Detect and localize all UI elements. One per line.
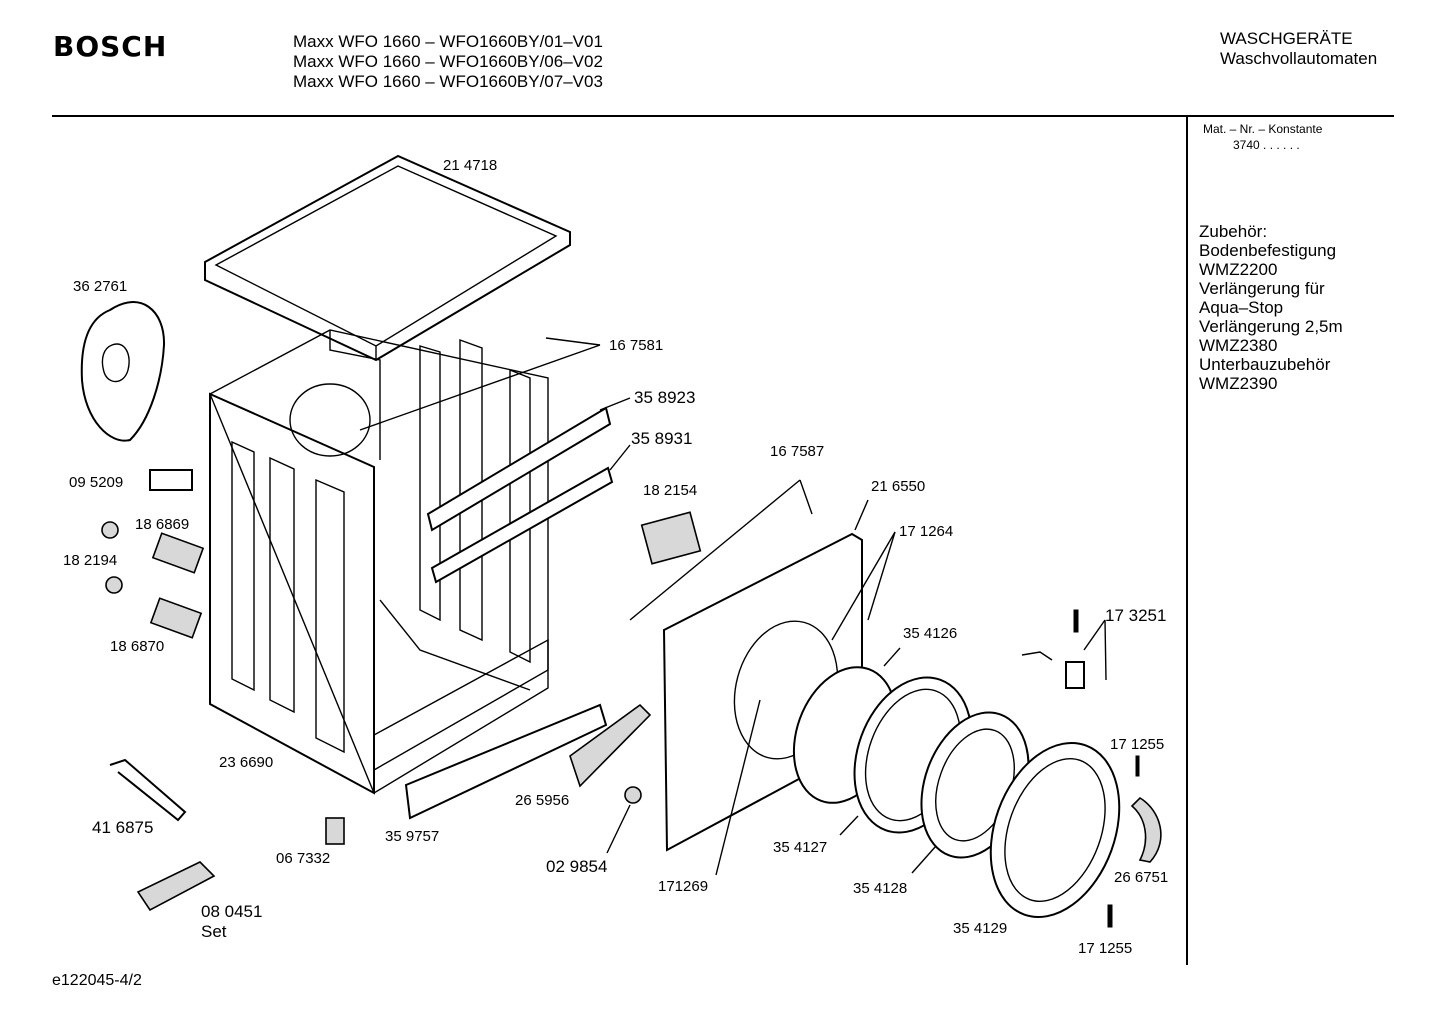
- part-label: 09 5209: [69, 474, 124, 491]
- part-label: 26 5956: [515, 792, 570, 809]
- part-label: 18 2194: [63, 552, 118, 569]
- category-title: WASCHGERÄTE: [1220, 29, 1353, 48]
- door-parts: [792, 666, 1162, 919]
- part-label: 35 4129: [953, 920, 1008, 937]
- part-label: 21 6550: [871, 478, 926, 495]
- part-label: 23 6690: [219, 754, 274, 771]
- cabinet-frame-part: [209, 329, 549, 795]
- part-label-set: Set: [201, 922, 227, 941]
- part-label: 16 7587: [770, 443, 825, 460]
- model-list: Maxx WFO 1660 – WFO1660BY/01–V01 Maxx WF…: [293, 32, 603, 92]
- document-id: e122045-4/2: [52, 972, 142, 989]
- accessory-line: Verlängerung für: [1199, 279, 1325, 298]
- small-parts-left: [101, 469, 205, 639]
- part-label: 21 4718: [443, 157, 498, 174]
- part-label: 35 8923: [634, 388, 696, 407]
- rail-parts: [426, 406, 614, 584]
- part-label: 08 0451: [201, 902, 263, 921]
- top-lid-part: [204, 154, 571, 362]
- category-subtitle: Waschvollautomaten: [1220, 49, 1378, 68]
- tools-parts: [109, 758, 345, 912]
- accessory-line: WMZ2200: [1199, 260, 1278, 279]
- part-label: 35 4127: [773, 839, 828, 856]
- model-line: Maxx WFO 1660 – WFO1660BY/06–V02: [293, 52, 603, 71]
- accessory-line: WMZ2380: [1199, 336, 1278, 355]
- accessory-line: Bodenbefestigung: [1199, 241, 1337, 260]
- accessory-line: Unterbauzubehör: [1199, 355, 1331, 374]
- part-label: 26 6751: [1114, 869, 1169, 886]
- material-info: Mat. – Nr. – Konstante 3740 . . . . . .: [1203, 121, 1322, 153]
- part-label: 35 4126: [903, 625, 958, 642]
- part-label: 02 9854: [546, 857, 608, 876]
- accessory-line: Aqua–Stop: [1199, 298, 1284, 317]
- material-heading: Mat. – Nr. – Konstante: [1203, 122, 1323, 136]
- model-line: Maxx WFO 1660 – WFO1660BY/01–V01: [293, 32, 603, 51]
- leader-lines: [359, 337, 1107, 876]
- part-label: 35 8931: [631, 429, 693, 448]
- sidebar-divider: [1186, 115, 1188, 965]
- part-label: 18 6870: [110, 638, 165, 655]
- accessory-line: WMZ2390: [1199, 374, 1278, 393]
- plinth-parts: [404, 703, 652, 820]
- part-label: 18 2154: [643, 482, 698, 499]
- part-label: 17 1264: [899, 523, 954, 540]
- part-label: 35 9757: [385, 828, 440, 845]
- accessory-line: Verlängerung 2,5m: [1199, 317, 1343, 336]
- part-label: 17 3251: [1105, 606, 1167, 625]
- part-label: 18 6869: [135, 516, 190, 533]
- part-label: 16 7581: [609, 337, 664, 354]
- part-label: 06 7332: [276, 850, 331, 867]
- material-value: 3740 . . . . . .: [1233, 138, 1300, 152]
- accessories-list: Zubehör: Bodenbefestigung WMZ2200 Verlän…: [1199, 222, 1343, 393]
- small-parts-right: [1021, 609, 1140, 928]
- part-label: 17 1255: [1078, 940, 1133, 957]
- header-divider: [52, 115, 1394, 117]
- door-lock-part: [640, 511, 702, 565]
- model-line: Maxx WFO 1660 – WFO1660BY/07–V03: [293, 72, 603, 91]
- accessory-line: Zubehör:: [1199, 222, 1268, 241]
- part-label: 17 1255: [1110, 736, 1165, 753]
- part-label: 36 2761: [73, 278, 128, 295]
- part-label: 35 4128: [853, 880, 908, 897]
- brand-logo: BOSCH: [53, 30, 168, 63]
- part-label: 171269: [658, 878, 709, 895]
- category-block: WASCHGERÄTE Waschvollautomaten: [1220, 29, 1377, 69]
- rear-cover-part: [80, 301, 166, 442]
- part-label: 41 6875: [92, 818, 154, 837]
